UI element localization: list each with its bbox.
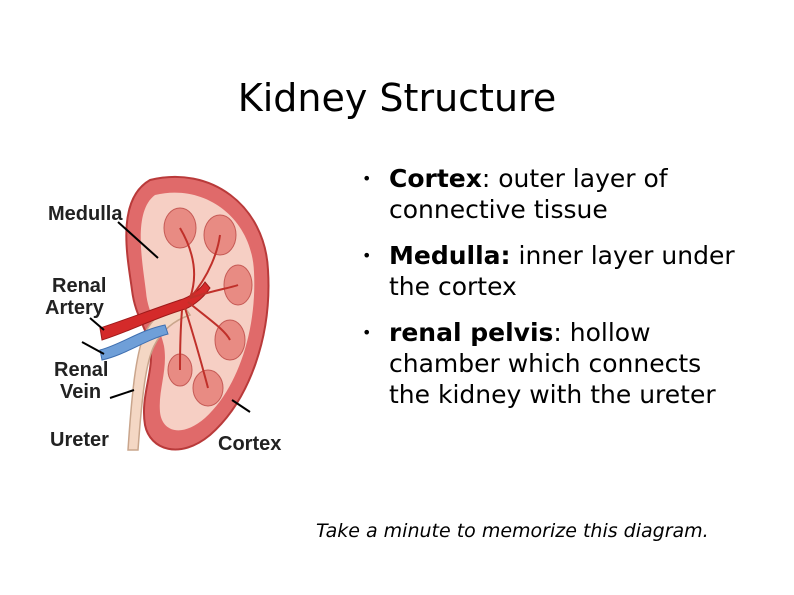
bullet-text: inner layer under the cortex bbox=[389, 241, 735, 301]
label-renal-vein-line2: Vein bbox=[60, 381, 101, 403]
bullet-dot: • bbox=[362, 323, 372, 342]
label-leader-lines bbox=[81, 221, 251, 413]
label-medulla: Medulla bbox=[48, 203, 123, 225]
footnote: Take a minute to memorize this diagram. bbox=[316, 520, 709, 542]
bullet-list: • Cortex: outer layer of connective tissu… bbox=[362, 163, 742, 425]
bullet-term: Cortex bbox=[389, 164, 482, 193]
bullet-renal-pelvis: • renal pelvis: hollow chamber which conn… bbox=[362, 317, 742, 410]
label-renal-artery-line2: Artery bbox=[45, 297, 105, 319]
bullet-text: : outer layer of connective tissue bbox=[389, 164, 668, 224]
label-ureter: Ureter bbox=[50, 429, 109, 451]
label-cortex: Cortex bbox=[218, 433, 281, 455]
bullet-dot: • bbox=[362, 246, 372, 265]
renal-vein-vessel bbox=[99, 324, 169, 361]
bullet-term: Medulla: bbox=[389, 241, 511, 270]
bullet-text: : hollow chamber which connects the kidn… bbox=[389, 318, 716, 409]
bullet-term: renal pelvis bbox=[389, 318, 554, 347]
kidney-diagram: Medulla Renal Artery Renal Vein Ureter C… bbox=[45, 175, 281, 455]
bullet-medulla: • Medulla: inner layer under the cortex bbox=[362, 240, 742, 302]
branching-vessels bbox=[179, 227, 239, 389]
bullet-dot: • bbox=[362, 169, 372, 188]
label-renal-artery-line1: Renal bbox=[52, 275, 106, 297]
renal-artery-vessel bbox=[99, 281, 211, 341]
slide-title: Kidney Structure bbox=[237, 76, 557, 120]
label-renal-vein-line1: Renal bbox=[54, 359, 108, 381]
bullet-cortex: • Cortex: outer layer of connective tissu… bbox=[362, 163, 742, 225]
